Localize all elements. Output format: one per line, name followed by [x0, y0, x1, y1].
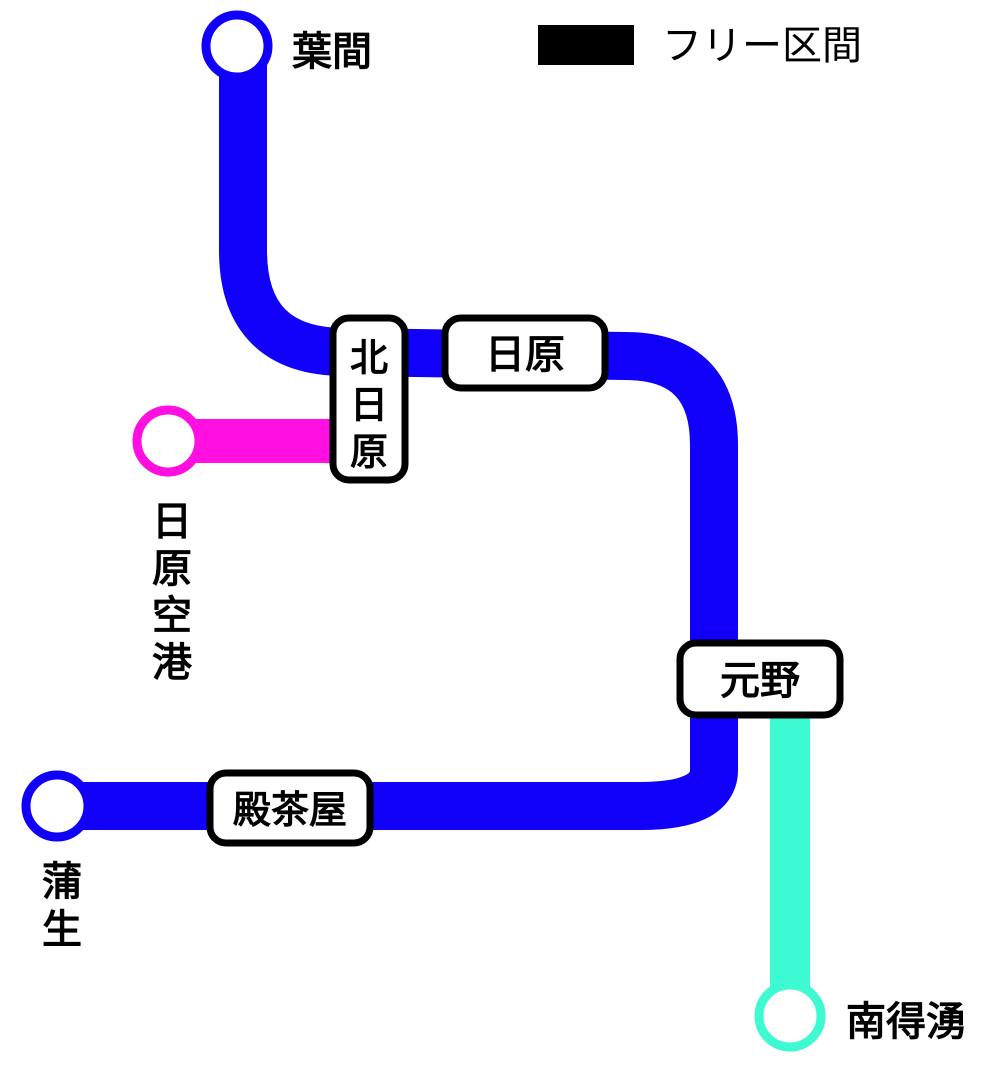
- station-label-gamou-2: 生: [42, 907, 82, 953]
- station-label-hinohara: 日原: [485, 332, 565, 378]
- station-label-kitahinohara-3: 原: [350, 430, 388, 474]
- station-label-haba: 葉間: [291, 29, 372, 75]
- station-label-gamou-1: 蒲: [42, 859, 82, 905]
- station-box-hinohara: [441, 314, 609, 392]
- main-line: [57, 45, 738, 830]
- station-label-airport-2: 原: [152, 546, 192, 592]
- station-label-airport-4: 港: [152, 640, 193, 686]
- terminal-gamou: [21, 770, 93, 842]
- station-box-denchaya: [206, 769, 374, 847]
- station-label-airport-1: 日: [152, 499, 192, 545]
- terminal-haba: [201, 10, 273, 82]
- legend-free-section-label: フリー区間: [662, 23, 862, 69]
- station-box-kitahinohara: [329, 314, 409, 484]
- terminal-minamiuyu: [754, 980, 826, 1052]
- station-label-denchaya: 殿茶屋: [233, 788, 347, 832]
- legend-free-section-swatch: [538, 25, 634, 65]
- terminal-airport: [132, 405, 204, 477]
- station-label-kitahinohara-2: 日: [350, 383, 388, 427]
- station-label-airport-3: 空: [152, 593, 192, 639]
- station-label-kitahinohara-1: 北: [350, 336, 388, 380]
- station-label-minamiuyu: 南得湧: [846, 999, 966, 1045]
- station-box-motono: [676, 639, 844, 719]
- station-label-motono: 元野: [720, 658, 800, 704]
